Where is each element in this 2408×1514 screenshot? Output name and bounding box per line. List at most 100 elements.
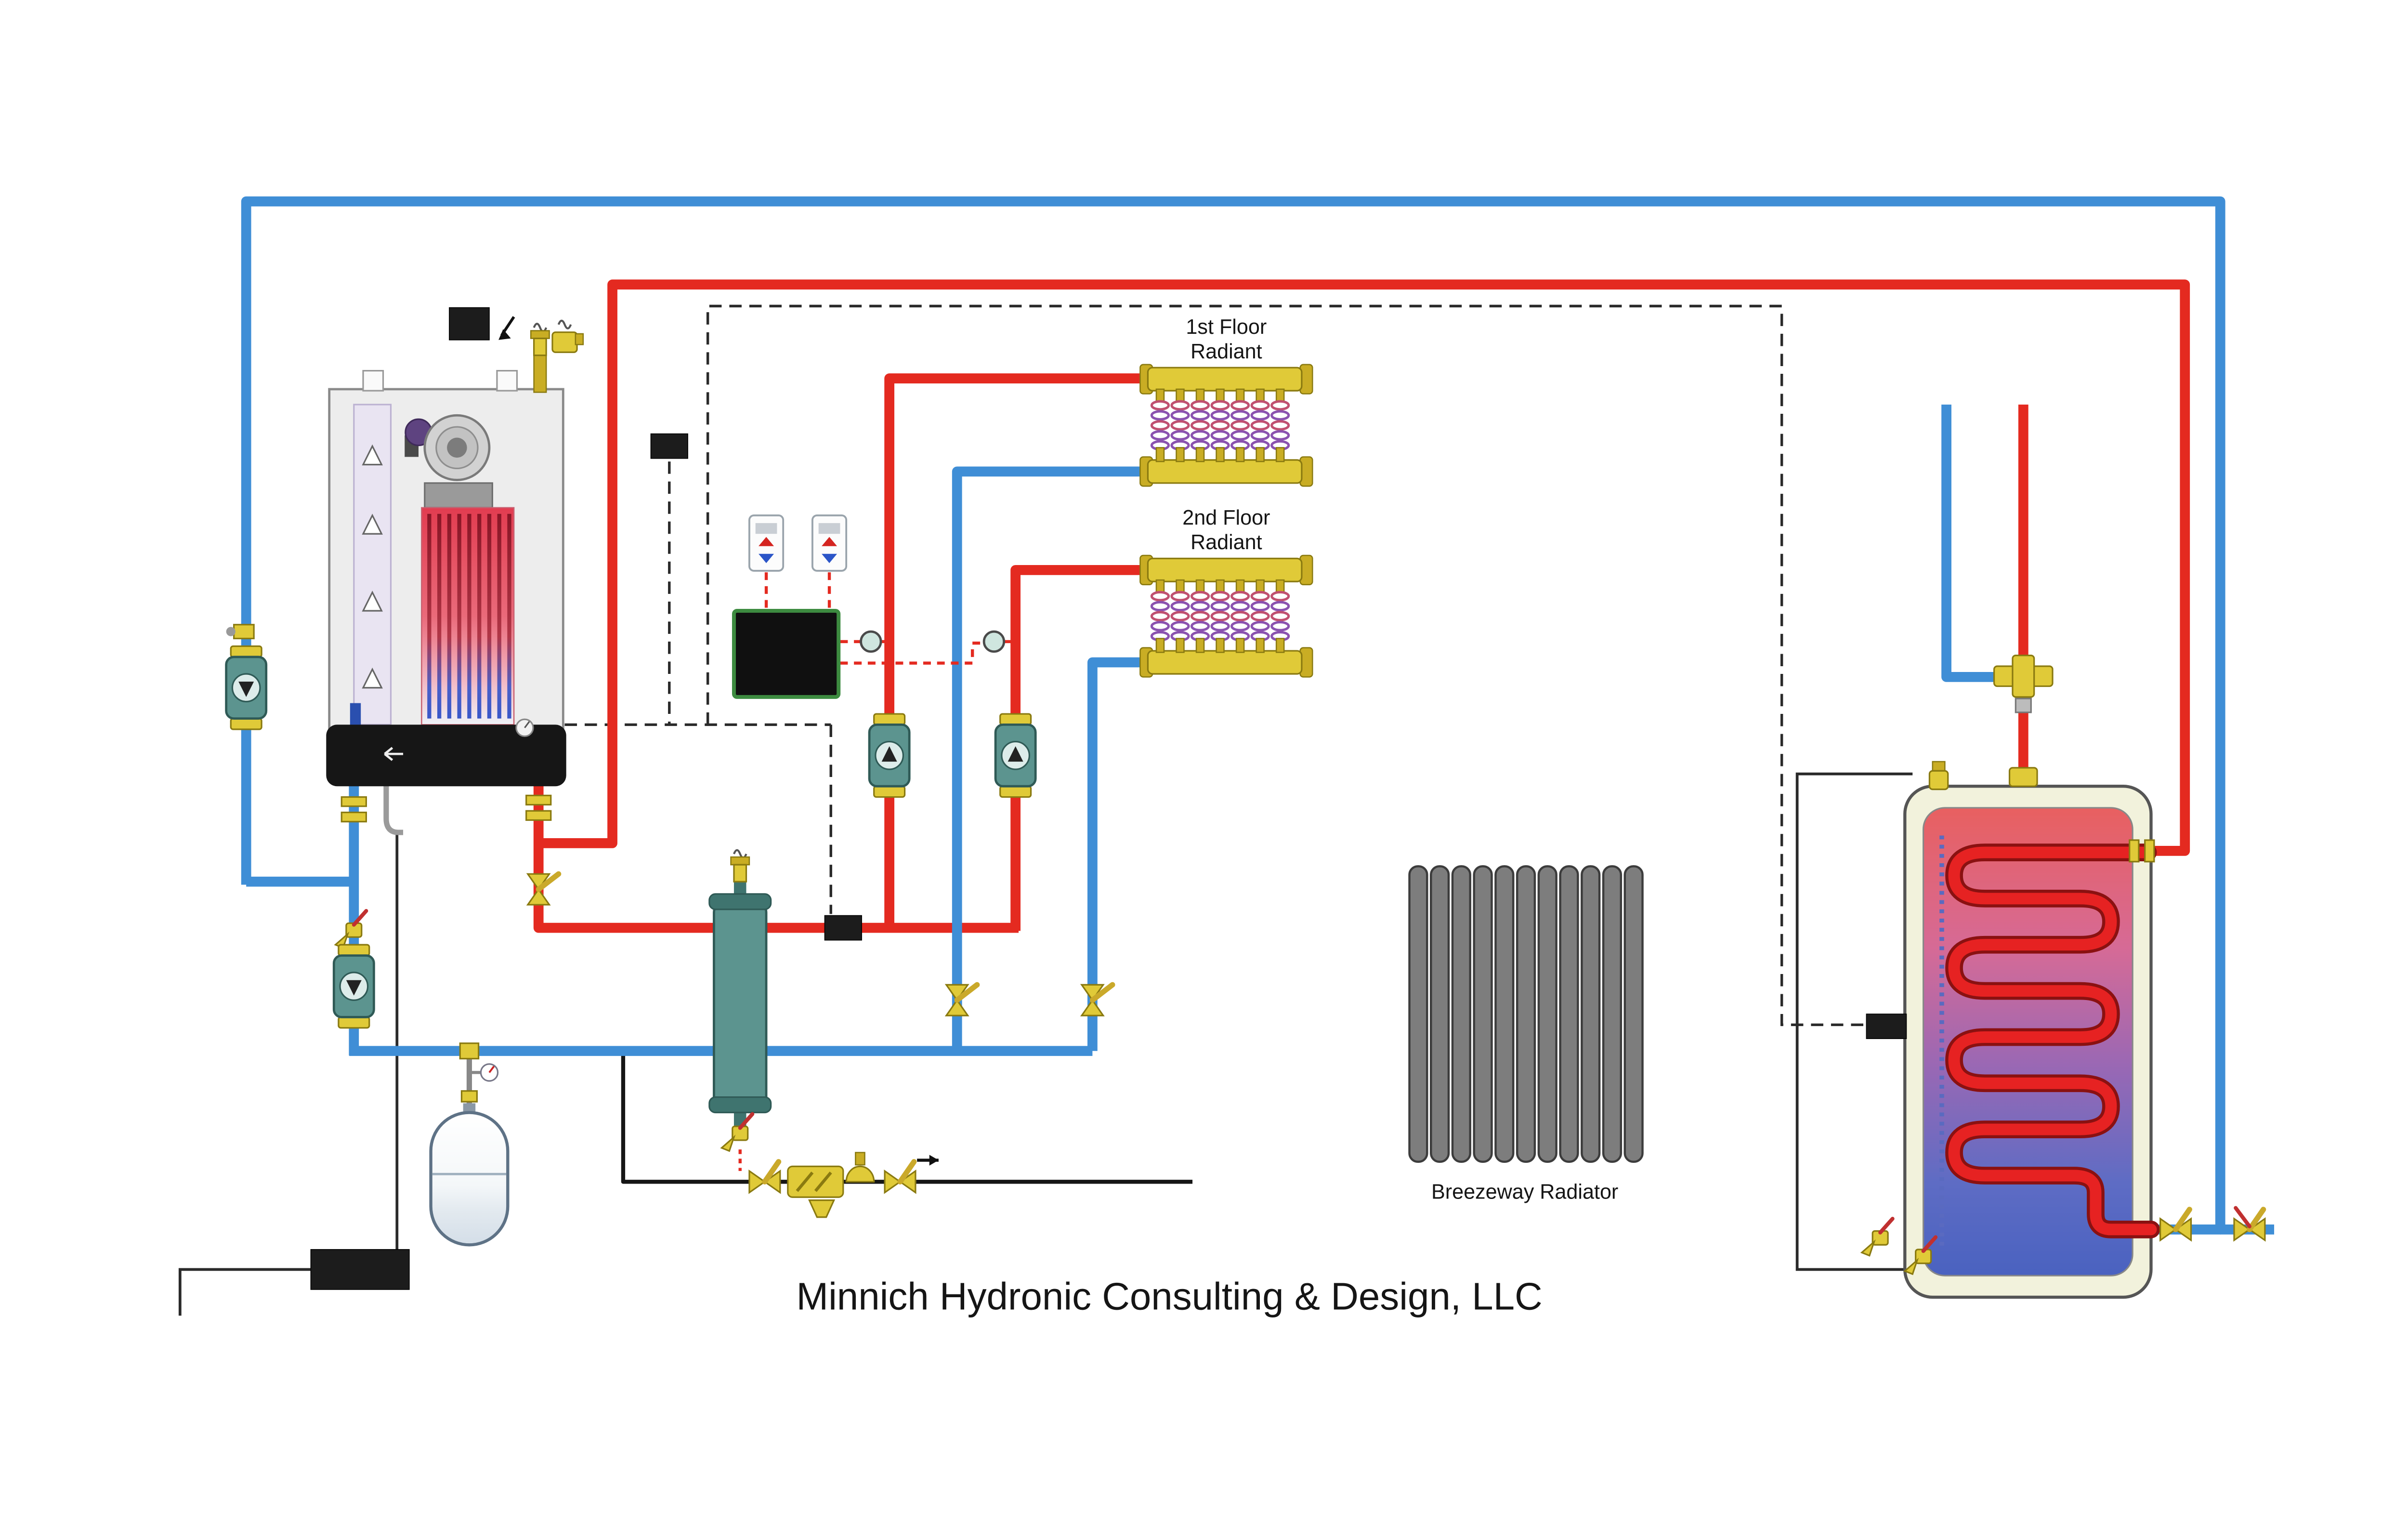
blower-fan-hub — [447, 437, 467, 458]
backflow-funnel — [808, 1199, 836, 1218]
makeup-water-line — [621, 1046, 1193, 1184]
controls — [732, 514, 848, 699]
radiator-section — [1603, 866, 1621, 1161]
backflow-preventer-assembly — [749, 1152, 939, 1218]
thermostat-1 — [748, 514, 785, 572]
cold-feed-valve — [2234, 1206, 2265, 1240]
circulator-pump-1st-floor — [869, 714, 909, 797]
air-vent-icon-separator — [731, 850, 749, 882]
manifold-2nd-label-line1: 2nd Floor — [1182, 506, 1270, 529]
ball-valve-fill-right — [885, 1162, 916, 1193]
manifold-1st-floor — [1140, 365, 1312, 486]
sensor-block-outdoor — [650, 433, 688, 459]
radiator-section — [1517, 866, 1535, 1161]
radiator-section — [1431, 866, 1449, 1161]
prv-screw — [855, 1152, 865, 1166]
pipe-return-1st-floor — [952, 466, 1147, 1051]
circulator-pump-left-main — [226, 646, 266, 729]
radiator-section — [1495, 866, 1513, 1161]
pressure-reducing-valve — [845, 1165, 875, 1183]
wall-hung-boiler — [326, 307, 584, 787]
relief-valve-body — [551, 331, 578, 353]
radiator-section — [1539, 866, 1557, 1161]
base-arrow-detail — [384, 747, 404, 761]
heat-exchanger-tubes — [427, 513, 511, 719]
tank-top-flange — [2008, 767, 2038, 787]
title-text: Minnich Hydronic Consulting & Design, LL… — [797, 1275, 1543, 1317]
radiator-section — [1582, 866, 1599, 1161]
sensor-block-supply — [824, 915, 862, 941]
mixing-valve-knob — [2015, 698, 2032, 713]
tank-vent-cap — [1932, 761, 1946, 772]
zone-trim — [869, 714, 1112, 1015]
separator-bottom-cap — [708, 1096, 772, 1114]
supply-nipple — [533, 351, 547, 393]
drain-valve-tank-1 — [1862, 1219, 1893, 1256]
bottom-left-line — [178, 1268, 313, 1316]
ball-valve-fill-left — [749, 1162, 780, 1193]
ball-valve-coil-return — [2160, 1210, 2191, 1240]
hydraulic-separator — [708, 850, 772, 1171]
pipe-return-2nd-floor — [1087, 657, 1147, 1051]
expansion-tank — [429, 1111, 510, 1247]
condensate-trap — [383, 783, 404, 835]
black-box-flue-label — [449, 307, 490, 341]
radiator-section — [1453, 866, 1470, 1161]
indirect-water-heater — [1862, 761, 2265, 1299]
red-handle — [2234, 1206, 2251, 1228]
dashed-wire-to-tank-sensor — [706, 304, 1867, 1027]
breezeway-radiator-label: Breezeway Radiator — [1431, 1180, 1618, 1203]
pipe-cold-to-mixing-valve — [1941, 404, 1997, 682]
flue-flow-arrows — [362, 444, 383, 689]
left-return-trim — [226, 624, 559, 1028]
backflow-preventer-body — [787, 1165, 844, 1198]
pipe-riser-2nd-floor — [1010, 565, 1154, 931]
separator-body — [713, 902, 768, 1108]
burner-housing — [424, 482, 493, 509]
check-marks — [796, 1172, 832, 1192]
sensor-boxes — [310, 433, 862, 1290]
expansion-tank-assembly — [429, 1042, 510, 1247]
expansion-tee-fitting — [459, 1042, 480, 1060]
thermostatic-mixing-valve — [1993, 655, 2054, 713]
flue-arrow-head — [498, 329, 511, 340]
manifold-2nd-floor — [1140, 555, 1312, 677]
gauge-needle-2 — [488, 1066, 495, 1073]
breezeway-radiator — [1410, 866, 1643, 1161]
mixing-valve-tee — [2012, 655, 2035, 698]
flow-arrow-head — [929, 1155, 939, 1166]
purge-valve-left-main — [233, 624, 255, 640]
thermostat-2 — [811, 514, 848, 572]
radiator-section — [1474, 866, 1492, 1161]
wire-sensor-2a — [840, 641, 983, 665]
purge-cap — [226, 627, 236, 636]
pipe-supply-top-loop — [534, 279, 2190, 856]
expansion-valve — [460, 1090, 478, 1103]
radiator-section — [1560, 866, 1578, 1161]
circulator-pump-boiler-return — [334, 945, 374, 1028]
control-wiring-red — [764, 572, 1014, 665]
boiler-vent-right — [496, 369, 518, 392]
relief-valve-cap — [575, 333, 584, 345]
air-vent-icon-boiler — [531, 324, 549, 355]
temperature-sensor-2 — [982, 630, 1006, 653]
manifold-1st-label-line1: 1st Floor — [1186, 316, 1267, 339]
black-box-bottom-left — [310, 1249, 410, 1290]
gauge-needle — [524, 721, 530, 728]
tank-top-left-fitting — [1928, 770, 1949, 790]
boiler-base — [326, 724, 566, 787]
separator-top-cap — [708, 893, 772, 910]
pipe-riser-1st-floor — [884, 373, 1154, 931]
temperature-sensor-1 — [860, 630, 882, 653]
relief-valve-spring-icon — [557, 319, 572, 329]
pipe-return-main-loop — [241, 196, 2225, 1235]
manifold-2nd-label-line2: Radiant — [1191, 531, 1262, 554]
radiator-section — [1410, 866, 1427, 1161]
diagram-labels: 1st Floor Radiant 2nd Floor Radiant Bree… — [797, 316, 1619, 1318]
control-panel — [732, 608, 841, 699]
misc-lines — [178, 772, 1913, 1316]
tank-aquastat-sensor — [1866, 1014, 1907, 1039]
tank-bracket-line — [1795, 772, 1913, 1271]
radiator-section — [1625, 866, 1643, 1161]
